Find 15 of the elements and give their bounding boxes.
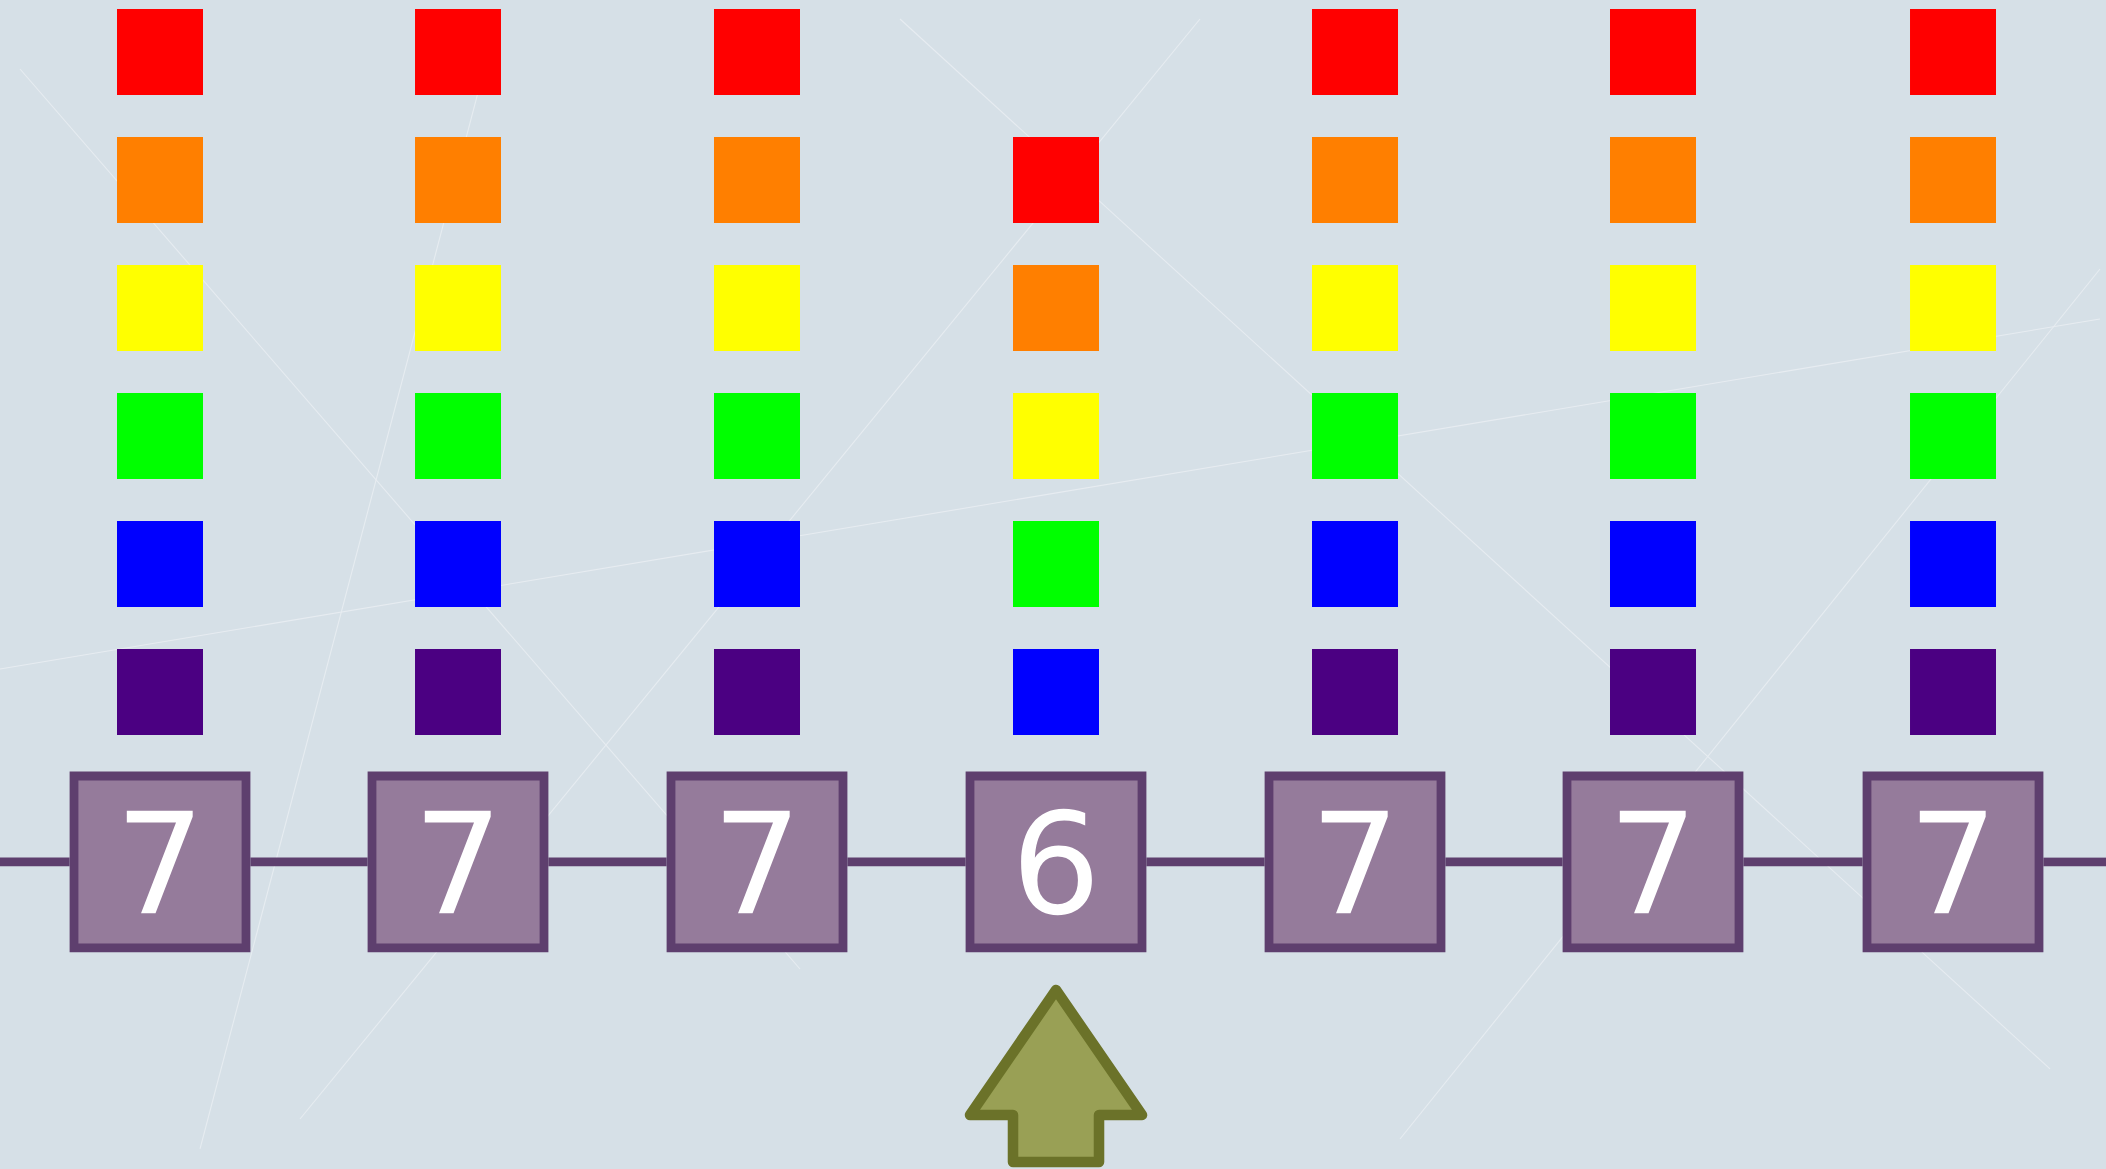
number-box: 6 bbox=[965, 771, 1147, 953]
connector-line bbox=[1445, 857, 1563, 867]
number-box: 7 bbox=[1562, 771, 1744, 953]
connector-line bbox=[548, 857, 667, 867]
number-box: 7 bbox=[69, 771, 251, 953]
number-box: 7 bbox=[367, 771, 549, 953]
number-box: 7 bbox=[1264, 771, 1446, 953]
connector-line bbox=[0, 857, 70, 867]
connector-line bbox=[847, 857, 966, 867]
connector-line bbox=[1146, 857, 1265, 867]
number-box: 7 bbox=[666, 771, 848, 953]
connector-line bbox=[250, 857, 368, 867]
connector-line bbox=[1743, 857, 1863, 867]
number-box: 7 bbox=[1862, 771, 2044, 953]
connector-line bbox=[2043, 857, 2106, 867]
